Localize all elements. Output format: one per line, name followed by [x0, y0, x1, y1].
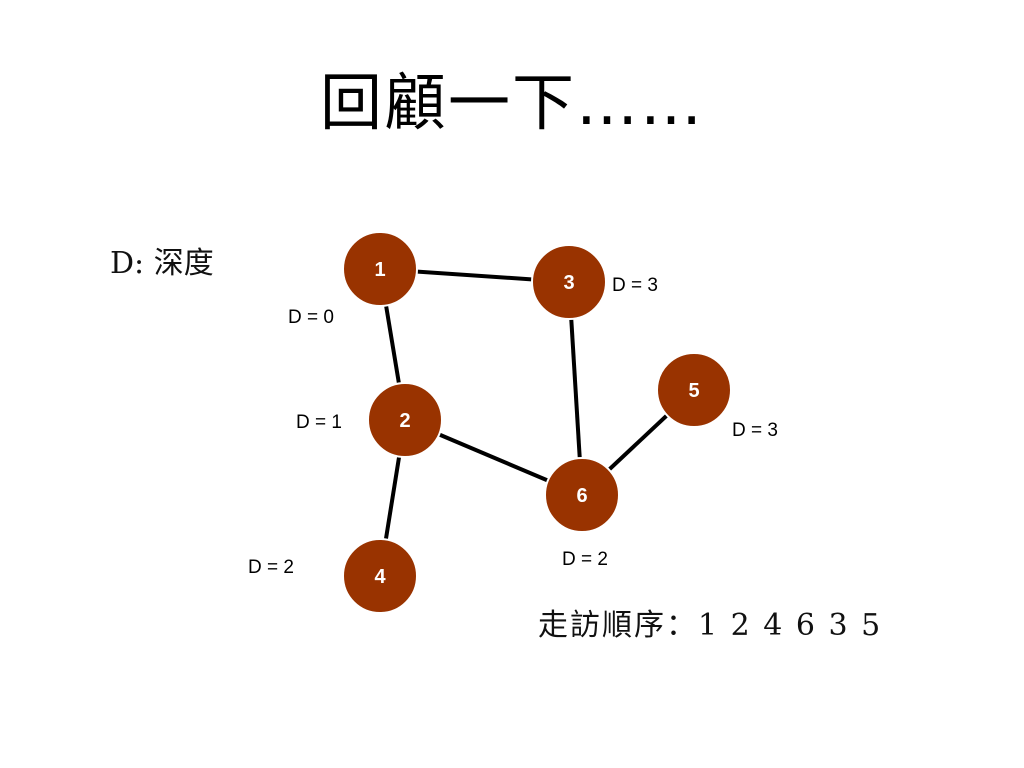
node-6: 6 [544, 457, 620, 533]
slide-title: 回顧一下…… [319, 66, 704, 139]
depth-label-node-3: D = 3 [612, 275, 658, 296]
node-label: 2 [399, 410, 410, 432]
node-circle [531, 244, 607, 320]
node-label: 4 [374, 566, 386, 588]
depth-legend: D: 深度 [110, 246, 214, 281]
node-label: 6 [576, 485, 587, 507]
node-circle [656, 352, 732, 428]
node-circle [342, 231, 418, 307]
node-4: 4 [342, 538, 418, 614]
node-circle [342, 538, 418, 614]
traversal-order: 走訪順序：1 2 4 6 3 5 [538, 608, 883, 643]
depth-labels-layer: D = 0 D = 1 D = 3 D = 2 D = 3 D = 2 [248, 275, 778, 578]
node-label: 5 [688, 380, 699, 402]
nodes-layer: 1 2 3 4 5 6 [342, 231, 732, 614]
node-label: 1 [374, 259, 385, 281]
node-5: 5 [656, 352, 732, 428]
node-3: 3 [531, 244, 607, 320]
depth-label-node-2: D = 1 [296, 412, 342, 433]
node-circle [544, 457, 620, 533]
node-2: 2 [367, 382, 443, 458]
node-1: 1 [342, 231, 418, 307]
node-circle [367, 382, 443, 458]
depth-label-node-6: D = 2 [562, 549, 608, 570]
node-label: 3 [563, 272, 574, 294]
depth-label-node-5: D = 3 [732, 420, 778, 441]
depth-label-node-1: D = 0 [288, 307, 334, 328]
depth-label-node-4: D = 2 [248, 557, 294, 578]
